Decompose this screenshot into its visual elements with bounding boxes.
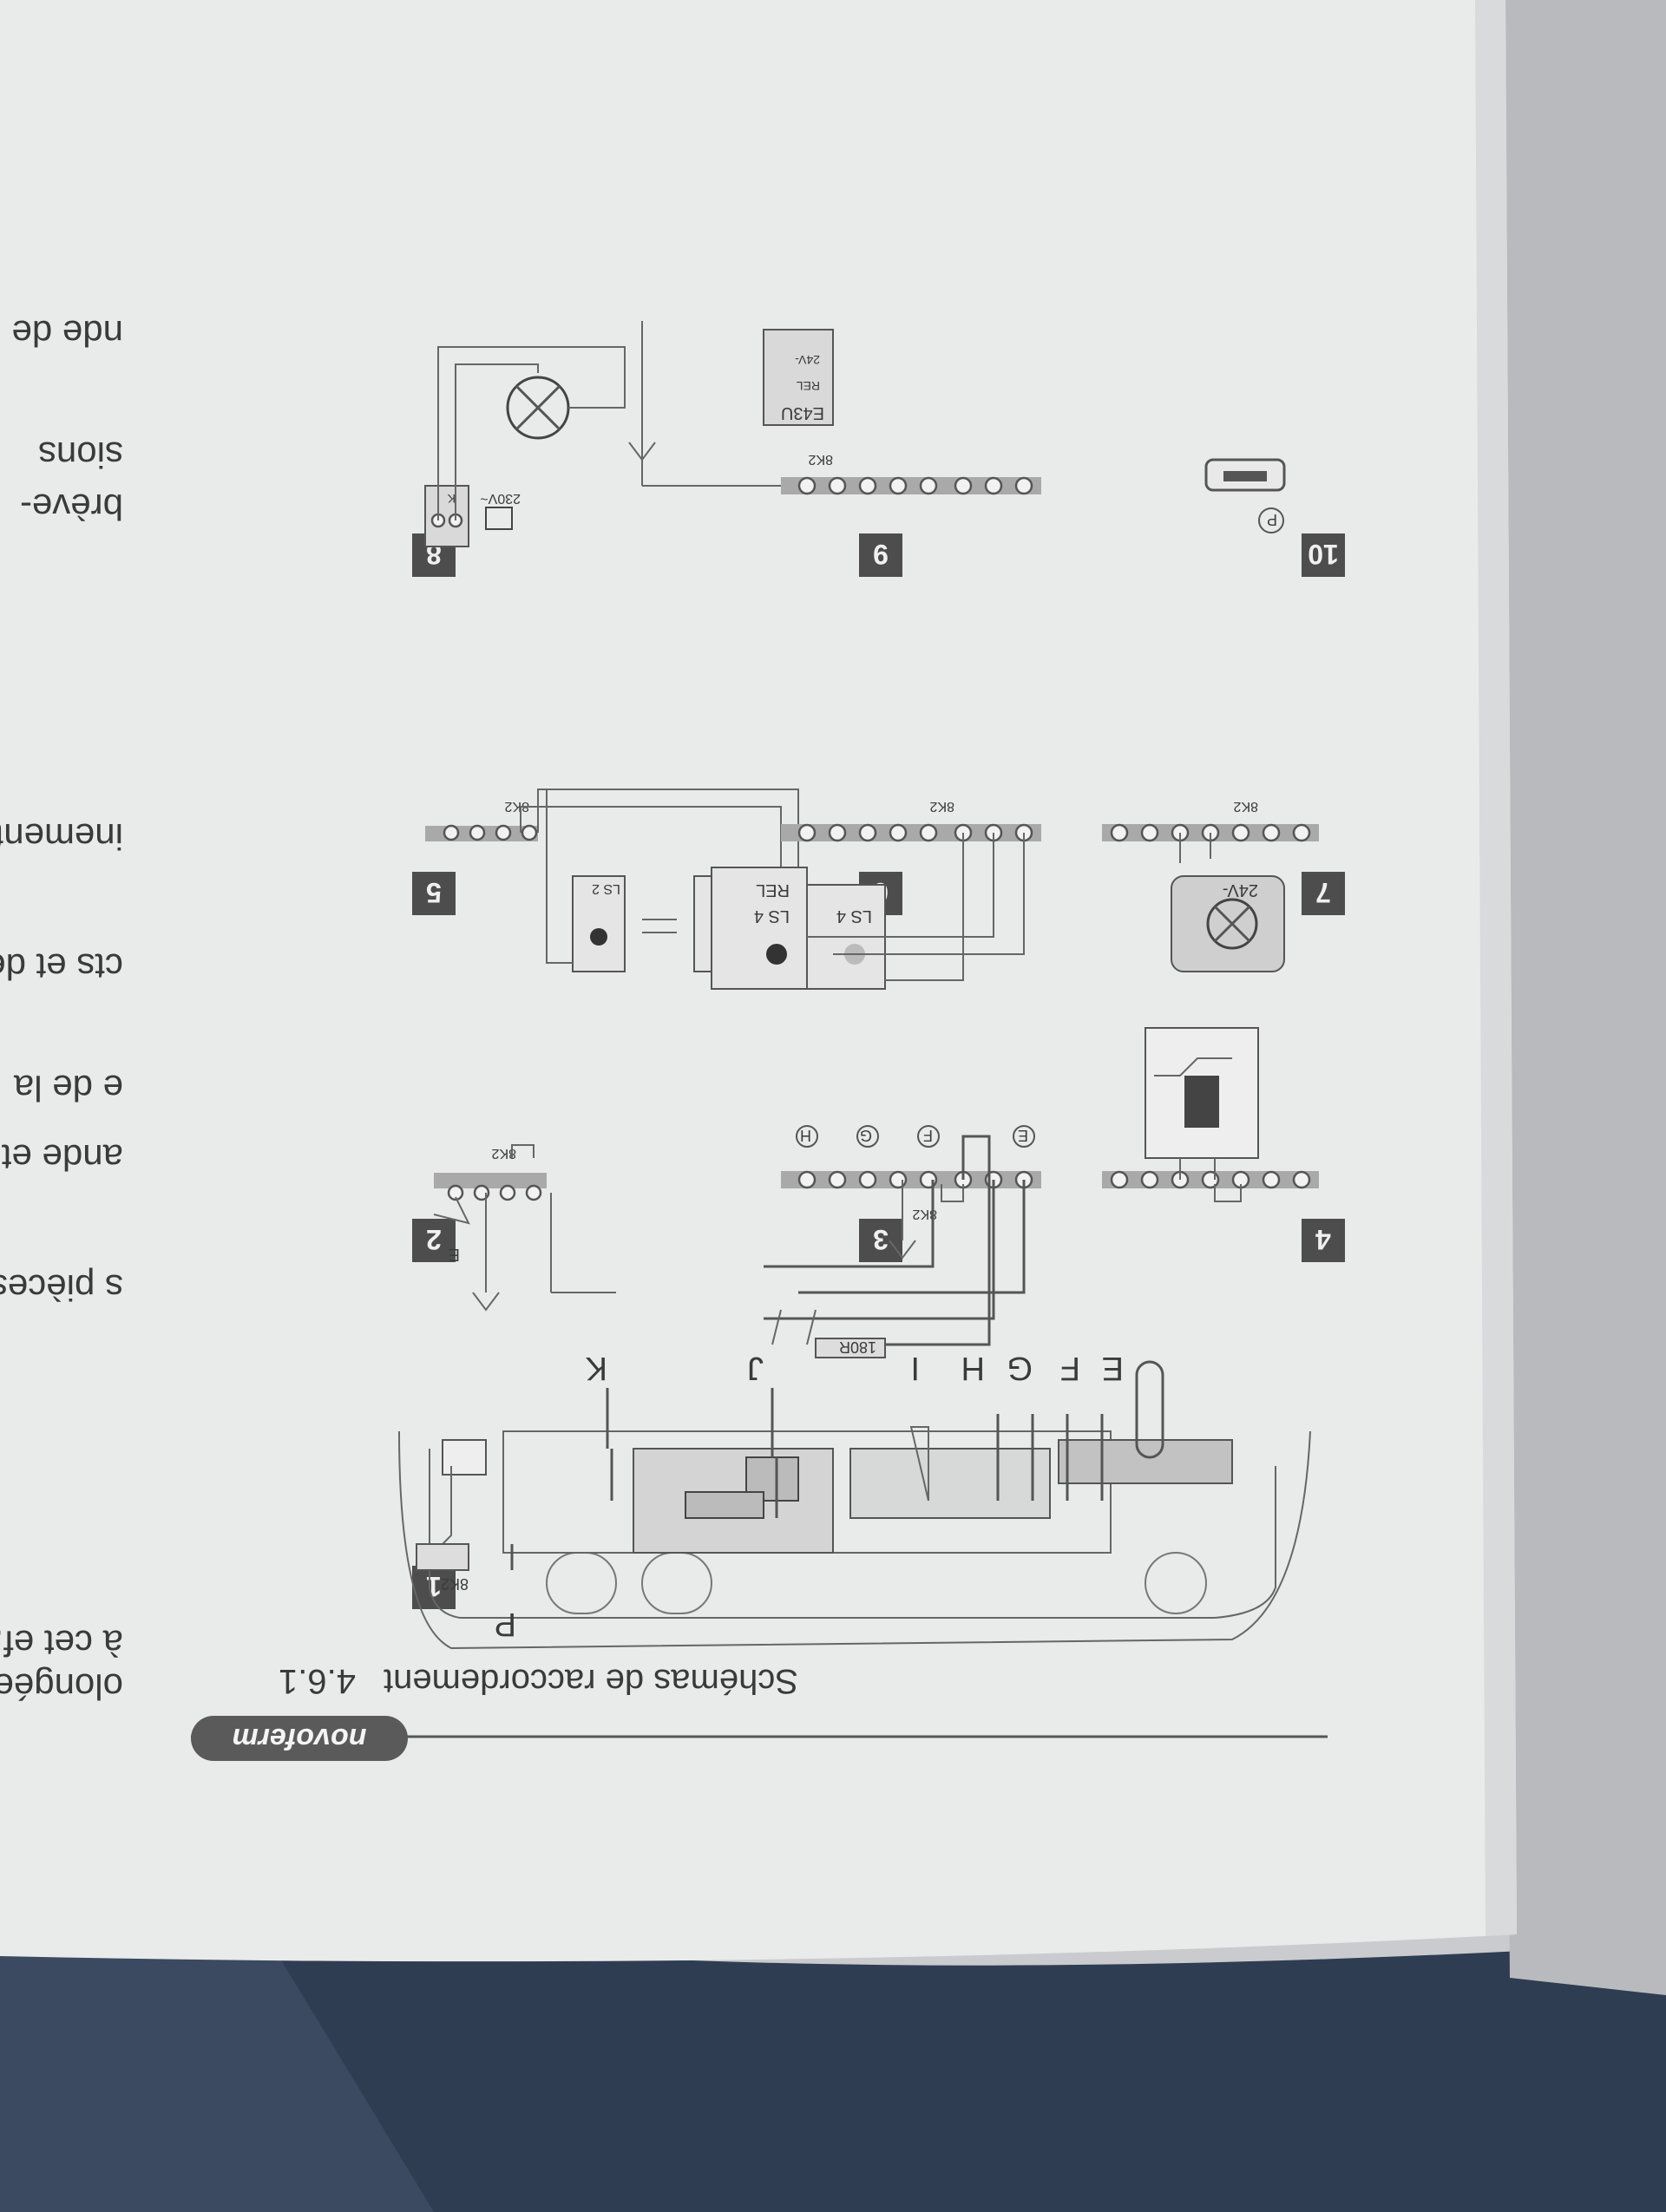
diagram-6-res-label: 8K2 bbox=[929, 799, 954, 814]
left-page-fragments: olongée, à cet ef. s pièces ande et e de… bbox=[0, 313, 123, 1707]
fragment-text: e de la bbox=[13, 1068, 123, 1109]
label-k-small: K bbox=[447, 492, 456, 506]
diagram-3-terminal-letters: E F G H bbox=[796, 1125, 1035, 1148]
diagram-1-board: 1 8K2 P J K I H G bbox=[398, 1350, 1311, 1650]
diagram-8: 8 K 230V~ bbox=[412, 346, 626, 577]
label-24v: 24V- bbox=[1223, 880, 1258, 900]
diagram-9: 9 8K2 E43U REL 24V- bbox=[628, 321, 1041, 577]
board-label-h: H bbox=[961, 1350, 985, 1386]
label-e43u: E43U bbox=[781, 403, 824, 422]
board-label-f: F bbox=[1060, 1350, 1080, 1386]
lamp-24v-box bbox=[1171, 875, 1285, 972]
resistor-180r bbox=[815, 1338, 886, 1358]
fragment-text: à cet ef. bbox=[0, 1623, 123, 1664]
fragment-text: ande et bbox=[2, 1137, 123, 1178]
label-rel: REL bbox=[756, 880, 790, 900]
brand-logo bbox=[191, 1716, 408, 1761]
board-label-k: K bbox=[586, 1350, 607, 1386]
ls2-box-b bbox=[572, 875, 626, 972]
fragment-text: s pièces bbox=[0, 1267, 123, 1308]
diagram-5-number: 5 bbox=[426, 877, 442, 908]
label-p-circle: P bbox=[1267, 511, 1277, 528]
term-letter: G bbox=[860, 1127, 872, 1144]
label-230v: 230V~ bbox=[480, 491, 521, 506]
lamp-icon bbox=[1206, 898, 1258, 950]
fragment-text: sions bbox=[38, 435, 123, 475]
diagram-4: 4 bbox=[1102, 1027, 1345, 1262]
label-180r: 180R bbox=[839, 1338, 876, 1356]
diagram-7: 7 8K2 24V- bbox=[1102, 799, 1345, 972]
diagram-9-res-label: 8K2 bbox=[808, 452, 833, 467]
board-label-p: P bbox=[495, 1606, 516, 1642]
label-rel-small: REL bbox=[797, 379, 820, 393]
board-resistor-label: 8K2 bbox=[441, 1575, 469, 1593]
diagram-5-res-label: 8K2 bbox=[504, 799, 529, 814]
diagram-6: 6 8K2 LS 4 LS 4 REL bbox=[711, 799, 1041, 990]
door-icon bbox=[1184, 1076, 1219, 1128]
brand-name: novoferm bbox=[233, 1722, 367, 1755]
diagram-2: 2 8K2 E bbox=[412, 1144, 616, 1312]
right-page bbox=[1492, 0, 1666, 1995]
section-number: 4.6.1 bbox=[279, 1662, 356, 1700]
fragment-text: brève- bbox=[20, 487, 123, 527]
fragment-text: nde de la bbox=[0, 313, 123, 354]
ls4-rel-box bbox=[711, 867, 808, 990]
diagram-4-number: 4 bbox=[1315, 1224, 1331, 1255]
label-ls4: LS 4 bbox=[836, 906, 872, 926]
diagram-10-number: 10 bbox=[1308, 539, 1339, 570]
diagram-2-number: 2 bbox=[426, 1224, 442, 1255]
fragment-text: inement bbox=[0, 816, 123, 857]
diagram-7-res-label: 8K2 bbox=[1233, 799, 1258, 814]
e43u-module bbox=[763, 329, 834, 426]
diagram-10: 10 P bbox=[1204, 458, 1345, 577]
diagram-3: 3 8K2 E F G H 180R bbox=[764, 1125, 1041, 1358]
board-label-i: I bbox=[910, 1350, 920, 1386]
fragment-text: cts et des bbox=[0, 946, 123, 987]
term-letter: E bbox=[449, 1245, 460, 1264]
board-label-g: G bbox=[1007, 1350, 1033, 1386]
diagram-2-res-label: 8K2 bbox=[491, 1146, 516, 1161]
fragment-text: olongée, bbox=[0, 1666, 123, 1707]
page-header: novoferm 4.6.1 Schémas de raccordement bbox=[191, 1662, 1328, 1761]
diagram-2-number-box bbox=[412, 1219, 456, 1262]
diagram-3-number: 3 bbox=[873, 1224, 889, 1255]
diagram-1-number: 1 bbox=[426, 1571, 442, 1602]
section-title: Schémas de raccordement bbox=[384, 1662, 798, 1700]
board-label-e: E bbox=[1102, 1350, 1124, 1386]
term-letter: F bbox=[923, 1127, 933, 1144]
label-ls2: LS 2 bbox=[592, 881, 620, 896]
board-label-j: J bbox=[747, 1350, 764, 1386]
label-24v-small: 24V- bbox=[795, 353, 820, 367]
diagram-7-number: 7 bbox=[1315, 877, 1331, 908]
term-letter: H bbox=[800, 1127, 811, 1144]
term-letter: E bbox=[1018, 1127, 1028, 1144]
diagram-9-number: 9 bbox=[873, 539, 889, 570]
diagram-3-res-label: 8K2 bbox=[912, 1207, 937, 1221]
label-ls4-rel: LS 4 bbox=[754, 906, 790, 926]
